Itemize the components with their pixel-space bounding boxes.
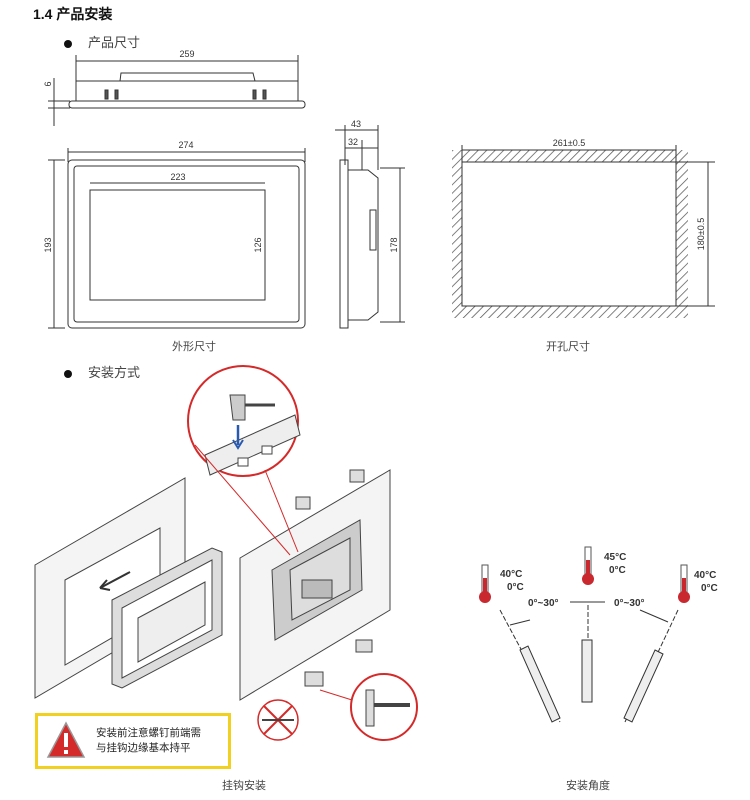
dim-screen-width: 223	[170, 172, 185, 182]
thermometer-icon	[479, 564, 491, 603]
caption-outline: 外形尺寸	[172, 340, 216, 353]
warning-box: 安装前注意螺钉前端需与挂钩边缘基本持平	[35, 713, 231, 769]
hook-install-illustration	[34, 365, 418, 741]
bullet-label: 安装方式	[88, 366, 141, 381]
dim-side-total: 43	[351, 119, 361, 129]
warning-line-1: 安装前注意螺钉前端需	[96, 727, 201, 739]
side-view-drawing	[335, 125, 405, 329]
caption-hook-install: 挂钩安装	[222, 779, 266, 792]
right-angle-range: 0°~30°	[614, 598, 645, 609]
bullet-dot-icon	[64, 39, 72, 48]
bullet-install-method: 安装方式	[64, 362, 140, 381]
section-title: 1.4 产品安装	[33, 6, 113, 22]
dim-screen-height: 126	[253, 237, 263, 252]
cutout-drawing	[452, 145, 715, 318]
dim-top-depth: 6	[43, 81, 53, 86]
thermometer-icon	[582, 546, 594, 585]
caption-install-angle: 安装角度	[566, 779, 610, 792]
dim-cutout-width: 261±0.5	[553, 138, 585, 148]
warning-triangle-icon	[46, 721, 86, 758]
thermometer-icon	[678, 564, 690, 603]
dim-side-body: 32	[348, 137, 358, 147]
caption-cutout: 开孔尺寸	[546, 340, 590, 353]
dim-top-width: 259	[179, 49, 194, 59]
bullet-product-size: 产品尺寸	[64, 32, 140, 51]
dim-cutout-height: 180±0.5	[696, 218, 706, 250]
install-angle-diagram: 40°C 0°C 45°C 0°C 40°C 0°C 0°~30° 0°~30°	[479, 546, 718, 723]
center-max-temp: 45°C	[604, 552, 626, 563]
dim-side-height: 178	[389, 237, 399, 252]
front-view-drawing	[48, 148, 306, 329]
center-min-temp: 0°C	[609, 565, 626, 576]
warning-line-2: 与挂钩边缘基本持平	[96, 742, 191, 754]
dim-front-width: 274	[178, 140, 193, 150]
left-angle-range: 0°~30°	[528, 598, 559, 609]
left-min-temp: 0°C	[507, 582, 524, 593]
bullet-dot-icon	[64, 369, 72, 378]
dim-front-height: 193	[43, 237, 53, 252]
right-max-temp: 40°C	[694, 570, 716, 581]
right-min-temp: 0°C	[701, 583, 718, 594]
left-max-temp: 40°C	[500, 569, 522, 580]
top-view-drawing	[48, 55, 306, 126]
bullet-label: 产品尺寸	[88, 36, 141, 51]
